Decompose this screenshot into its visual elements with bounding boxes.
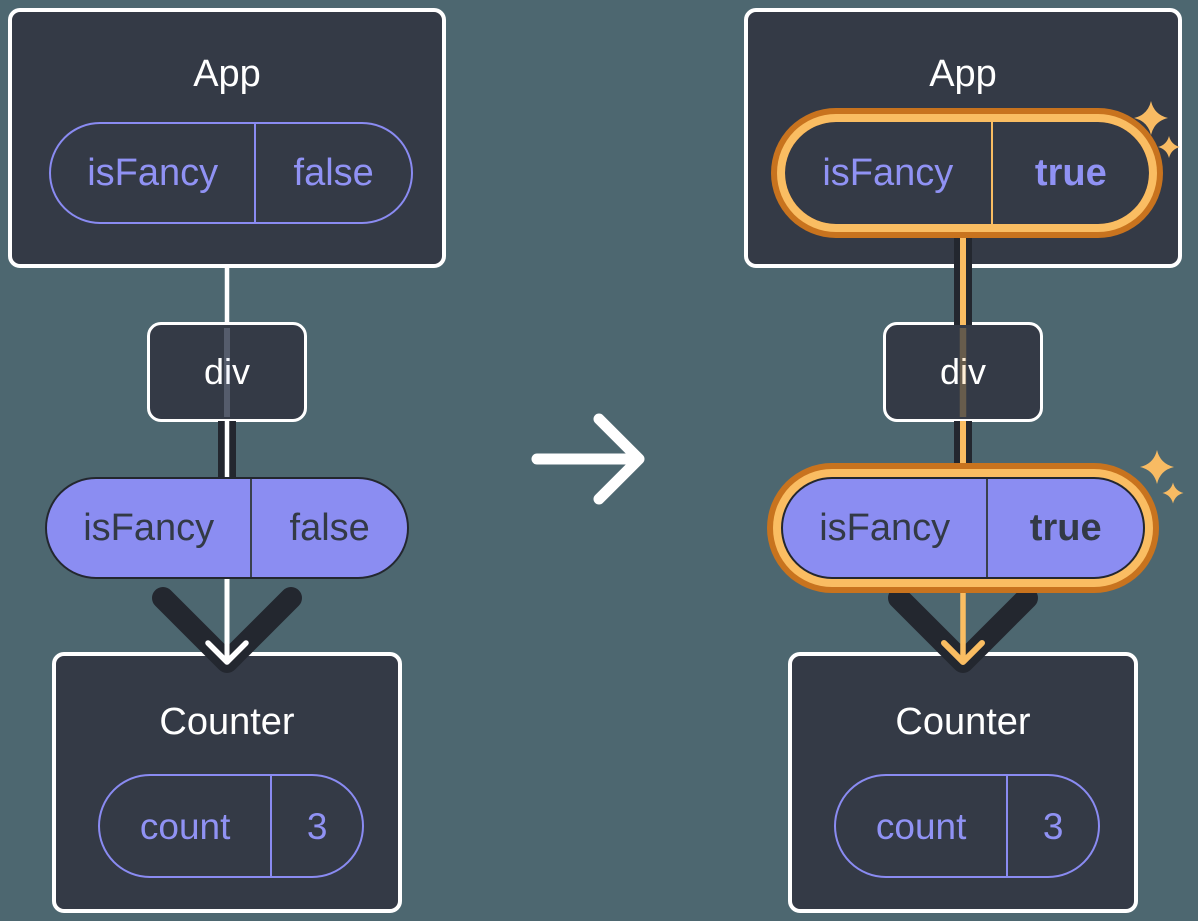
state-value: true — [1034, 152, 1107, 194]
app-component-card: App isFancy true — [744, 8, 1182, 268]
app-title: App — [193, 53, 261, 95]
state-value: false — [293, 152, 374, 194]
panel-before: App isFancy false Counter count 3 — [0, 0, 460, 921]
counter-title: Counter — [159, 701, 295, 743]
div-label: div — [939, 351, 987, 392]
div-element-box: div — [147, 322, 307, 422]
sparkles-icon — [1140, 450, 1184, 504]
counter-component-card: Counter count 3 — [788, 652, 1138, 913]
state-name: isFancy — [51, 124, 257, 222]
prop-value: false — [289, 507, 370, 549]
div-element-box: div — [883, 322, 1043, 422]
app-state-pill-highlighted: isFancy true — [785, 122, 1149, 224]
prop-name: isFancy — [783, 479, 989, 577]
app-component-card: App isFancy false — [8, 8, 446, 268]
passed-prop-pill: isFancy false — [45, 477, 409, 579]
app-title: App — [929, 53, 997, 95]
counter-state-pill: count 3 — [98, 774, 364, 878]
app-state-pill: isFancy false — [49, 122, 413, 224]
state-value: 3 — [306, 805, 328, 847]
counter-component-card: Counter count 3 — [52, 652, 402, 913]
panel-after: App isFancy true Counter count 3 — [736, 0, 1196, 921]
div-label: div — [203, 351, 251, 392]
counter-state-pill: count 3 — [834, 774, 1100, 878]
prop-name: isFancy — [47, 479, 253, 577]
state-name: isFancy — [785, 122, 993, 224]
prop-value: true — [1029, 507, 1102, 549]
state-name: count — [100, 776, 273, 876]
counter-title: Counter — [895, 701, 1031, 743]
state-name: count — [836, 776, 1009, 876]
state-value: 3 — [1042, 805, 1064, 847]
passed-prop-pill-highlighted: isFancy true — [781, 477, 1145, 579]
transition-right-arrow-icon — [531, 413, 645, 505]
